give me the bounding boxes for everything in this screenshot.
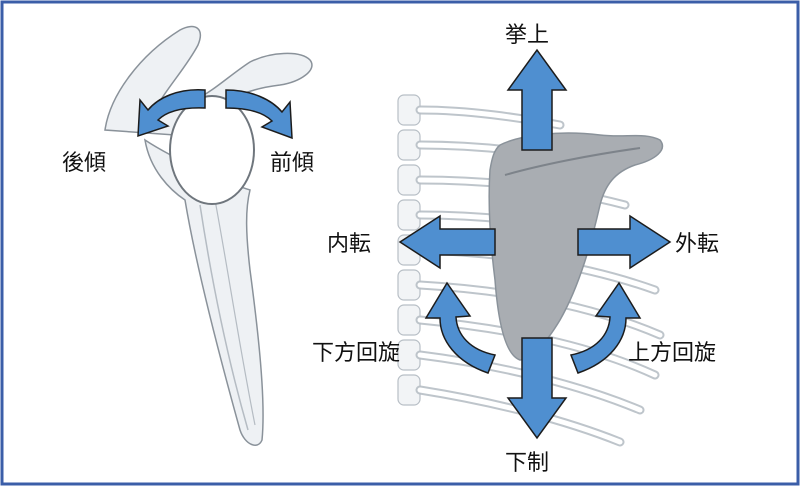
blade-ridge-line-2 (214, 199, 256, 426)
glenoid-fossa (169, 95, 255, 205)
downward-rotation-arrow-icon (424, 281, 497, 374)
upward-rotation-arrow-icon (569, 281, 642, 374)
anterior-tilt-arrow-icon (225, 89, 293, 140)
elevation-arrow-icon (506, 48, 568, 151)
scapula-back-view (397, 48, 672, 447)
acromion-coracoid-shape (104, 25, 313, 136)
blade-ridge-line (199, 204, 249, 431)
abduction-label: 外転 (675, 232, 719, 257)
adduction-arrow-icon (398, 214, 496, 270)
upward-rotation-label: 上方回旋 (628, 341, 716, 366)
scapula-side-view (104, 25, 313, 446)
downward-rotation-label: 下方回旋 (312, 341, 400, 366)
abduction-arrow-icon (577, 214, 672, 270)
anterior-tilt-label: 前傾 (270, 151, 314, 176)
scapula-shape (488, 132, 664, 361)
adduction-label: 内転 (327, 232, 371, 257)
scapular-spine-line (504, 147, 641, 176)
posterior-tilt-label: 後傾 (62, 151, 106, 176)
depression-label: 下制 (505, 451, 549, 476)
posterior-tilt-arrow-icon (137, 89, 206, 138)
depression-arrow-icon (506, 337, 568, 440)
elevation-label: 挙上 (505, 23, 549, 48)
